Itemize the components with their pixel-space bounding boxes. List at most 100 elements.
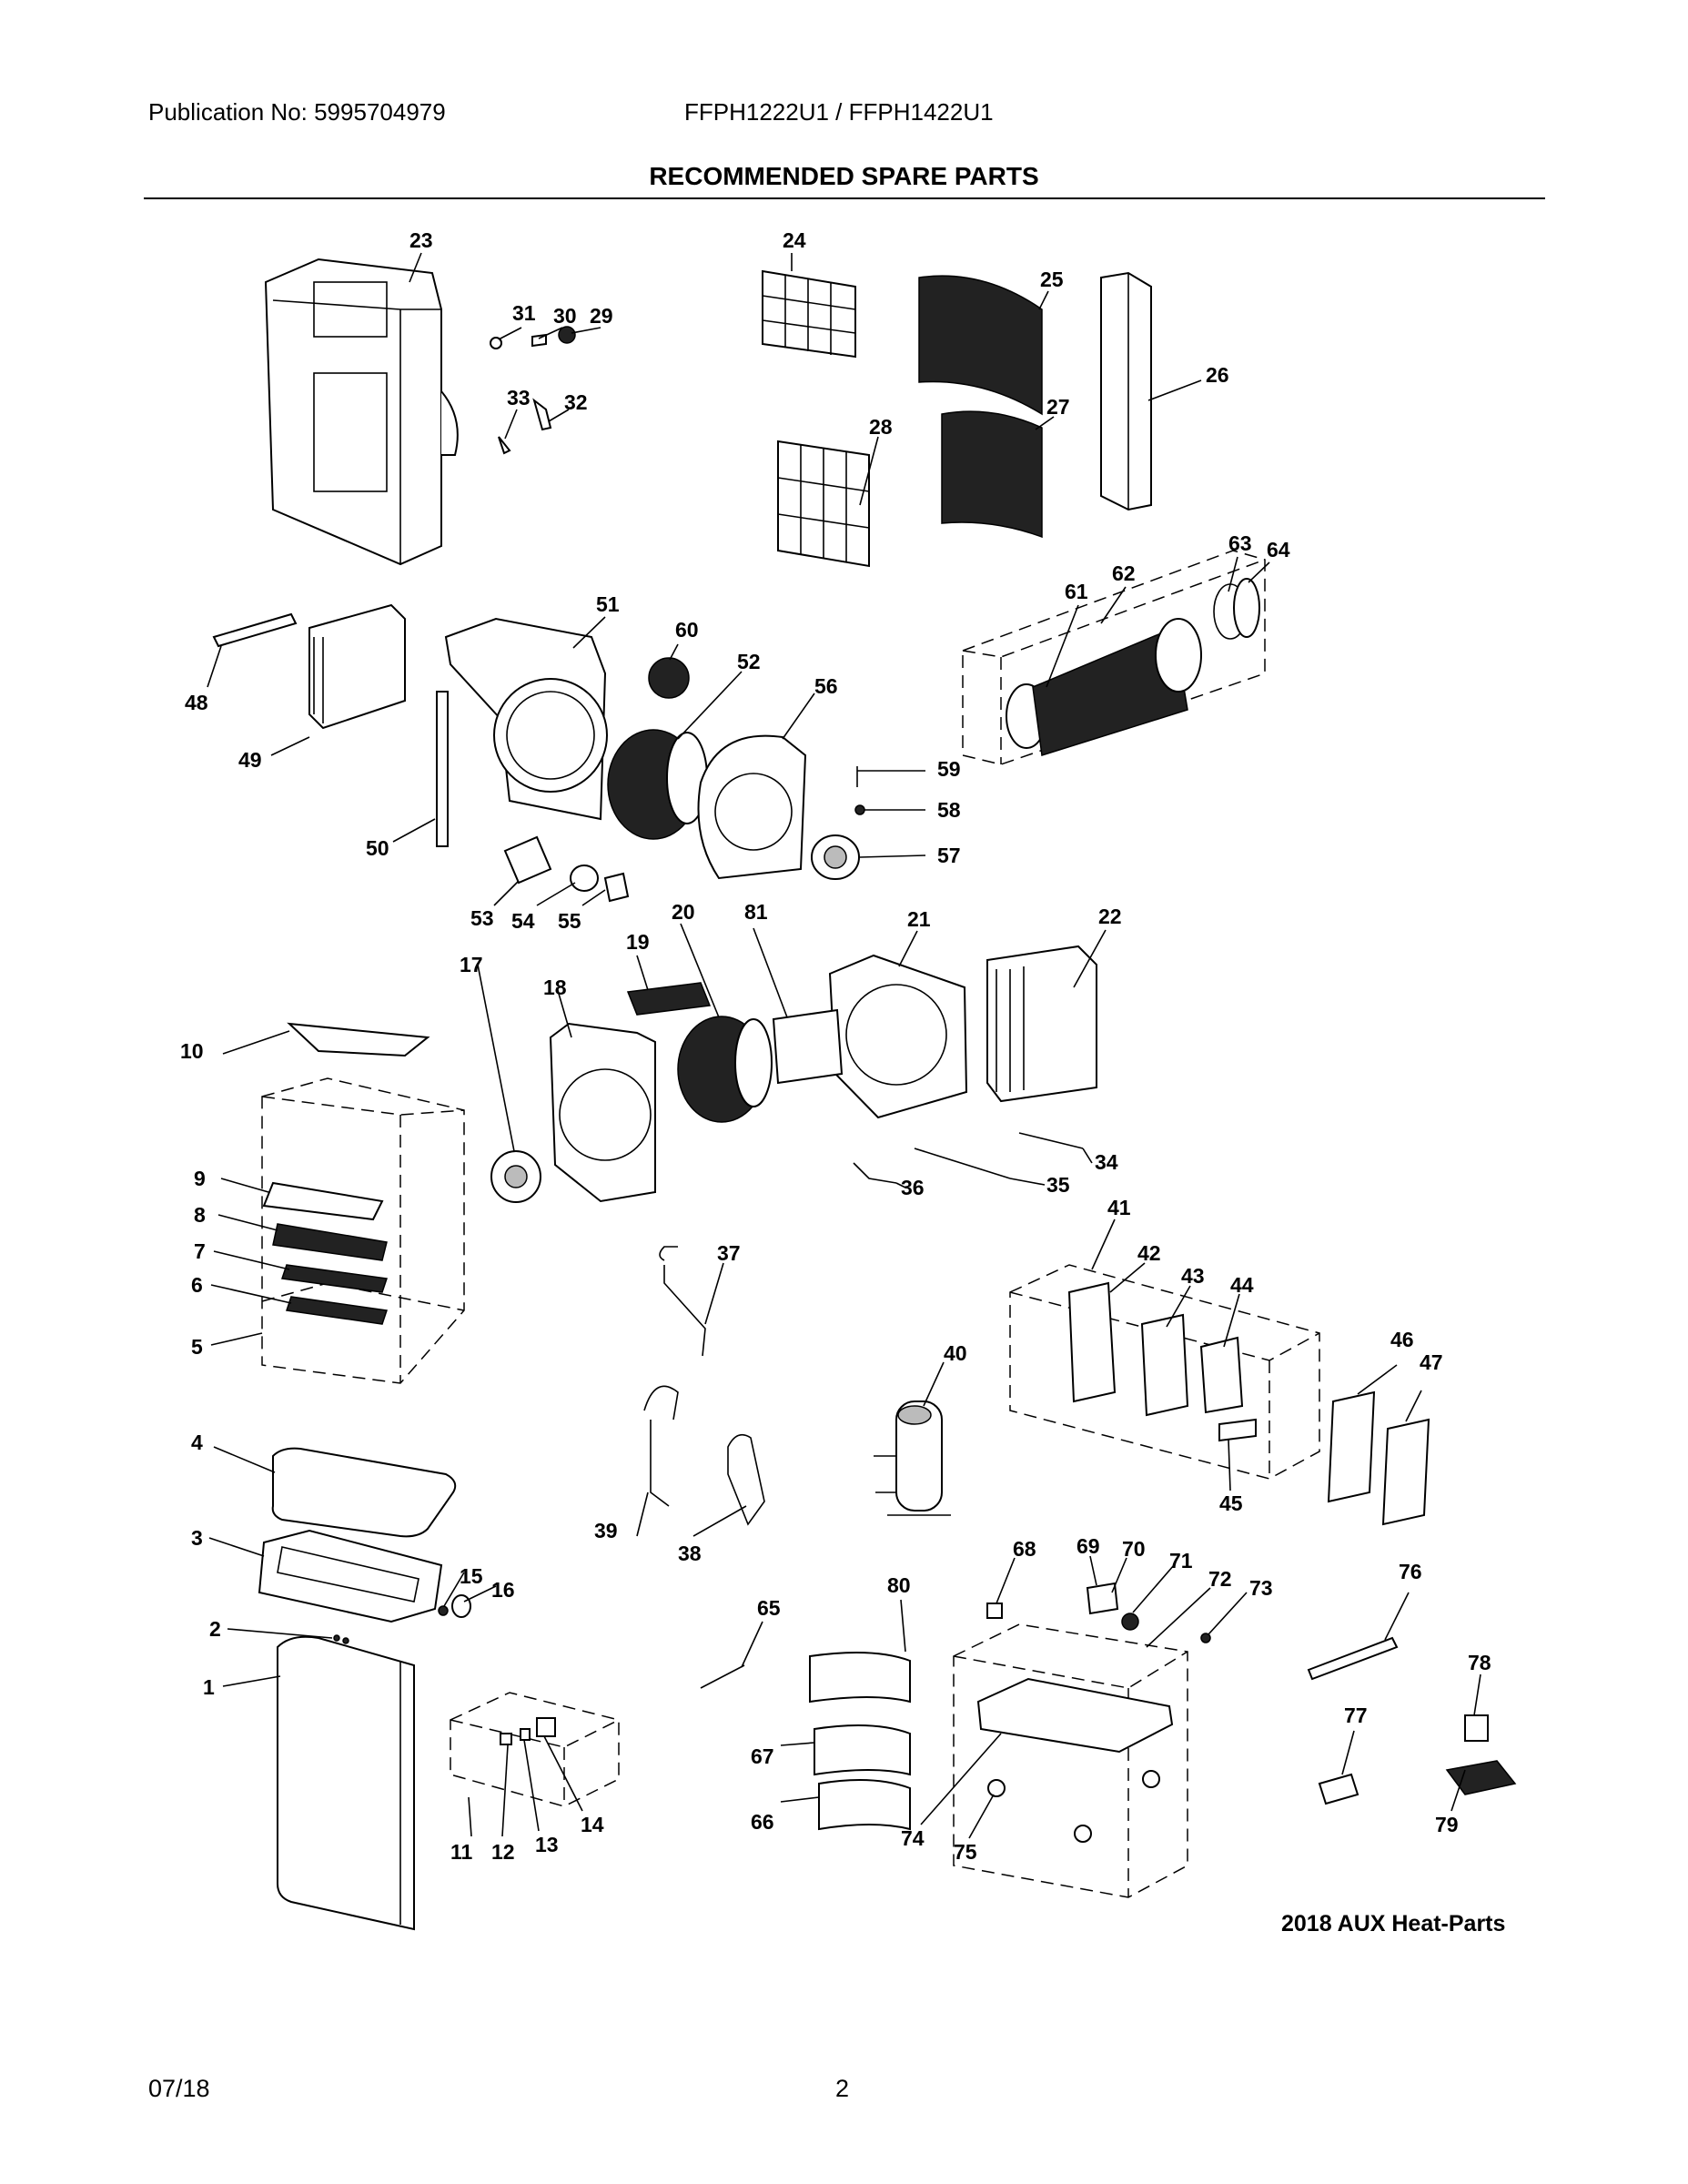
diagram-footnote: 2018 AUX Heat-Parts	[1281, 1911, 1506, 1936]
callout-37: 37	[717, 1241, 741, 1265]
callout-15: 15	[460, 1564, 483, 1588]
callout-53: 53	[470, 906, 494, 930]
callout-17: 17	[460, 953, 483, 976]
part-65-wire	[700, 1664, 745, 1689]
page-title: RECOMMENDED SPARE PARTS	[649, 162, 1039, 190]
callout-59: 59	[937, 757, 961, 781]
callout-12: 12	[491, 1840, 515, 1864]
part-37-tube	[659, 1246, 706, 1357]
parts-68-73-fittings	[986, 1582, 1211, 1643]
callout-22: 22	[1098, 905, 1122, 928]
callout-72: 72	[1208, 1567, 1232, 1591]
part-20-blower-wheel	[677, 1016, 773, 1123]
part-50-strip	[436, 691, 449, 847]
part-41-45-electrical-box	[1009, 1264, 1320, 1480]
callout-28: 28	[869, 415, 893, 439]
callout-45: 45	[1219, 1491, 1243, 1515]
part-56-scroll-housing	[697, 734, 807, 880]
callout-50: 50	[366, 836, 389, 860]
callout-36: 36	[901, 1176, 925, 1199]
callout-57: 57	[937, 844, 961, 867]
title-divider	[144, 197, 1545, 199]
part-26-side-panel	[1100, 271, 1152, 511]
callout-60: 60	[675, 618, 699, 642]
part-51-blower-housing	[444, 617, 608, 821]
callout-66: 66	[751, 1810, 774, 1834]
part-76-rod	[1307, 1636, 1399, 1681]
parts-5-9-control-boards	[262, 1181, 388, 1325]
part-81-heater	[772, 1008, 844, 1085]
parts-66-67-80-pads	[809, 1652, 911, 1831]
callout-52: 52	[737, 650, 761, 673]
parts-58-59-pins	[854, 766, 865, 815]
callout-81: 81	[744, 900, 768, 924]
part-61-64-exhaust-hose-kit	[962, 550, 1266, 765]
callout-13: 13	[535, 1833, 559, 1856]
callout-labels: 1 2 3 4 5 6 7 8 9 10 11 12 13 14 15 16 1…	[180, 228, 1491, 1864]
callout-71: 71	[1169, 1549, 1193, 1572]
parts-46-47-boards	[1327, 1390, 1430, 1526]
callout-62: 62	[1112, 561, 1136, 585]
callout-14: 14	[581, 1813, 604, 1836]
part-28-filter	[777, 440, 870, 568]
part-21-22-evaporator-assembly	[828, 945, 1097, 1119]
part-17-motor	[490, 1150, 541, 1203]
callout-49: 49	[238, 748, 262, 772]
publication-number: Publication No: 5995704979	[148, 98, 446, 126]
callout-56: 56	[814, 674, 838, 698]
part-52-blower-wheel	[607, 729, 708, 840]
base-pan-box	[953, 1623, 1188, 1898]
part-18-blower-housing	[549, 1022, 656, 1203]
part-49-condenser-coil	[308, 603, 406, 730]
callout-47: 47	[1420, 1350, 1443, 1374]
callout-68: 68	[1013, 1537, 1036, 1561]
callout-46: 46	[1390, 1328, 1414, 1351]
part-24-filter	[762, 269, 856, 359]
callout-76: 76	[1399, 1560, 1422, 1583]
callout-63: 63	[1228, 531, 1252, 555]
callout-21: 21	[907, 907, 931, 931]
part-78-label	[1464, 1714, 1489, 1742]
callout-77: 77	[1344, 1704, 1368, 1727]
part-4-gasket	[271, 1447, 457, 1538]
callout-70: 70	[1122, 1537, 1146, 1561]
part-38-tube	[727, 1433, 765, 1526]
parts-34-36-wires	[853, 1132, 1084, 1184]
callout-10: 10	[180, 1039, 204, 1063]
callout-31: 31	[512, 301, 536, 325]
callout-44: 44	[1230, 1273, 1254, 1297]
callout-55: 55	[558, 909, 581, 933]
part-79-grille	[1445, 1760, 1517, 1795]
part-1-front-panel	[277, 1635, 415, 1931]
callout-41: 41	[1107, 1196, 1131, 1219]
part-48-bracket	[212, 612, 298, 648]
callout-20: 20	[672, 900, 695, 924]
callout-19: 19	[626, 930, 650, 954]
part-19-heater-grid	[626, 982, 712, 1016]
model-numbers: FFPH1222U1 / FFPH1422U1	[684, 98, 994, 126]
callout-9: 9	[194, 1167, 206, 1190]
leader-lines	[207, 252, 1481, 1839]
callout-5: 5	[191, 1335, 203, 1359]
callout-2: 2	[209, 1617, 221, 1641]
callout-40: 40	[944, 1341, 967, 1365]
callout-16: 16	[491, 1578, 515, 1602]
callout-1: 1	[203, 1675, 215, 1699]
callout-34: 34	[1095, 1150, 1118, 1174]
callout-32: 32	[564, 390, 588, 414]
callout-24: 24	[783, 228, 806, 252]
callout-35: 35	[1046, 1173, 1070, 1197]
publication-date: 07/18	[148, 2075, 210, 2102]
callout-18: 18	[543, 976, 567, 999]
callout-42: 42	[1137, 1241, 1161, 1265]
callout-7: 7	[194, 1239, 206, 1263]
parts-29-33-small-fittings	[490, 326, 576, 455]
callout-29: 29	[590, 304, 613, 328]
part-23-front-grille-frame	[264, 258, 459, 566]
part-3-top-frame	[258, 1529, 443, 1623]
callout-78: 78	[1468, 1651, 1491, 1674]
callout-58: 58	[937, 798, 961, 822]
callout-79: 79	[1435, 1813, 1459, 1836]
callout-23: 23	[409, 228, 433, 252]
